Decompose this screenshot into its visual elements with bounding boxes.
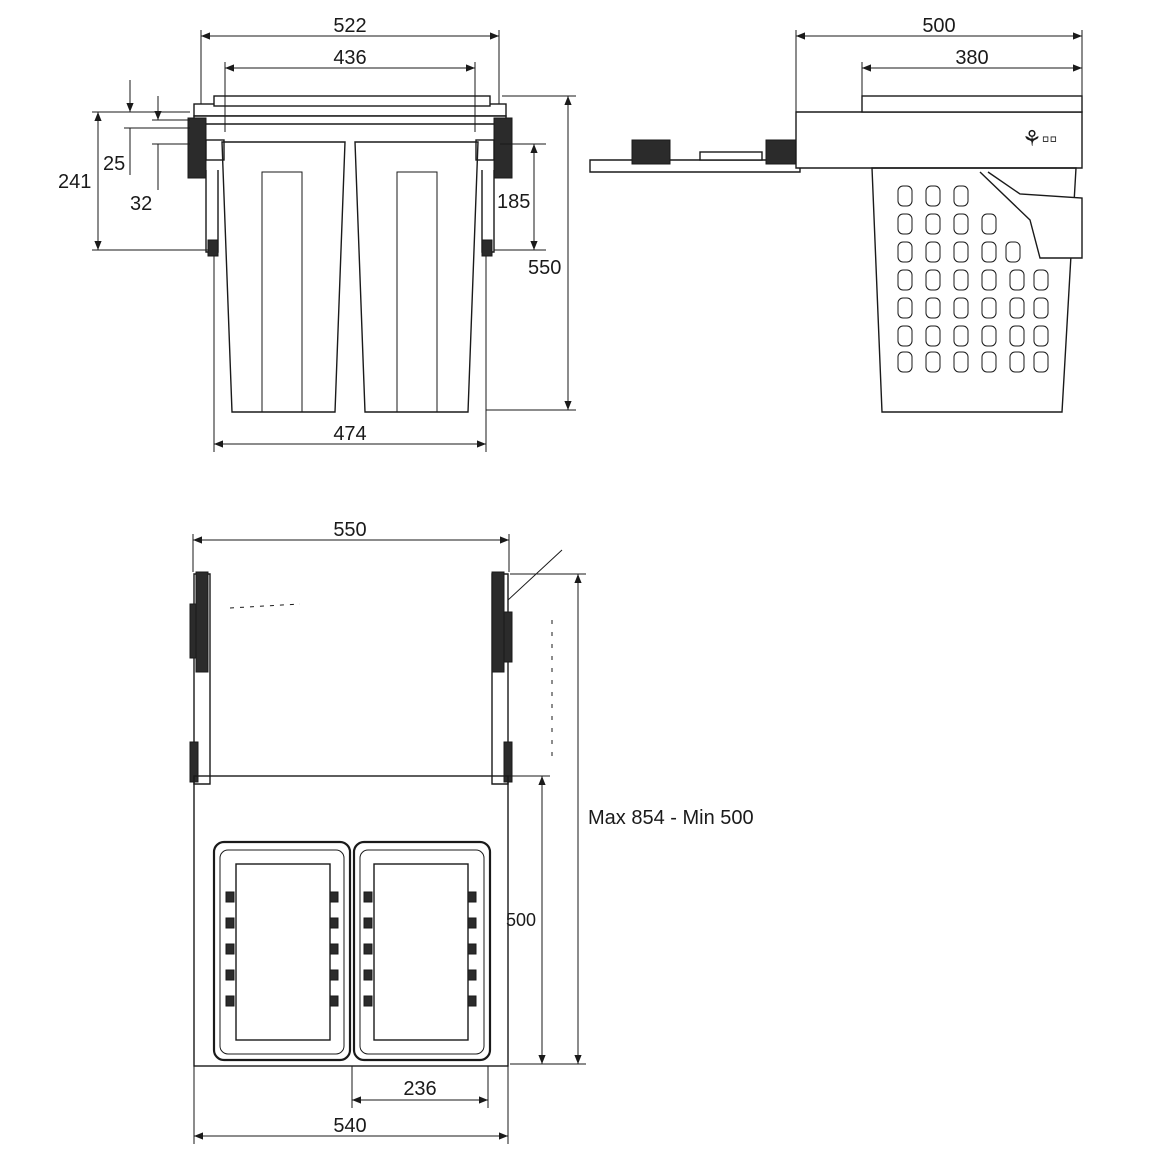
basket-perforations bbox=[897, 185, 1049, 373]
dim-front-inner-width: 436 bbox=[333, 47, 366, 69]
dim-top-extension: Max 854 - Min 500 bbox=[588, 807, 754, 829]
dim-side-basket-depth: 380 bbox=[955, 47, 988, 69]
dim-top-bin-width: 236 bbox=[403, 1078, 436, 1100]
dim-side-overall-depth: 500 bbox=[922, 15, 955, 37]
bin-clips bbox=[225, 891, 477, 1007]
top-view: 550 Max 854 - Min 500 500 236 540 bbox=[189, 519, 754, 1144]
dim-front-total-height: 550 bbox=[528, 257, 561, 279]
dim-front-rail-height: 185 bbox=[497, 191, 530, 213]
dim-front-offset-25: 25 bbox=[103, 153, 125, 175]
dim-front-offset-32: 32 bbox=[130, 193, 152, 215]
dim-front-height-left: 241 bbox=[58, 171, 91, 193]
front-view: 522 436 474 241 25 32 185 bbox=[58, 15, 576, 452]
brand-logo-mark: ⚘▫▫ bbox=[1022, 126, 1057, 151]
side-view: ⚘▫▫ bbox=[589, 15, 1083, 413]
dim-top-base-width: 540 bbox=[333, 1115, 366, 1137]
dim-top-overall-width: 550 bbox=[333, 519, 366, 541]
dim-front-bin-width: 474 bbox=[333, 423, 366, 445]
dim-top-inner-depth: 500 bbox=[506, 910, 536, 930]
dim-front-overall-width: 522 bbox=[333, 15, 366, 37]
